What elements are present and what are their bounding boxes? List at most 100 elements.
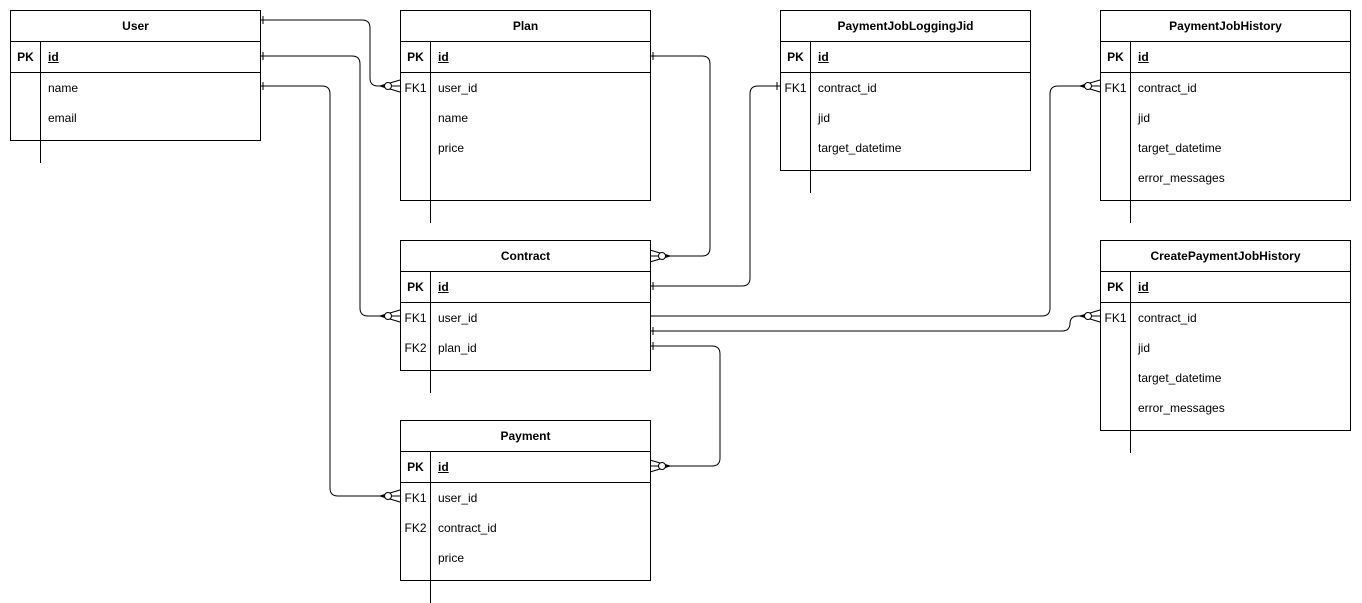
field-name: jid: [1138, 111, 1151, 125]
entity-payment-job-history[interactable]: PaymentJobHistory PK id FK1 contract_id …: [1100, 10, 1351, 223]
field-name: id: [438, 460, 449, 474]
key-column-extension: [401, 193, 650, 223]
pk-row: PK id: [401, 452, 650, 483]
entity-title: Plan: [401, 11, 650, 42]
attribute-row: FK1 contract_id: [1101, 73, 1350, 103]
field-name: plan_id: [438, 341, 477, 355]
attribute-row: email: [11, 103, 260, 133]
field-name: target_datetime: [1138, 371, 1222, 385]
rel-user-plan: [260, 19, 400, 87]
rel-plan-contract: [650, 55, 711, 257]
attribute-row: FK2 contract_id: [401, 513, 650, 543]
field-name: id: [818, 50, 829, 64]
key-label: [781, 103, 811, 133]
key-column-extension: [1101, 423, 1350, 453]
field-name: error_messages: [1138, 171, 1225, 185]
key-label: FK1: [781, 73, 811, 103]
key-label: FK2: [401, 513, 431, 543]
field-name: email: [48, 111, 77, 125]
entity-title: Contract: [401, 241, 650, 272]
entity-plan[interactable]: Plan PK id FK1 user_id name price: [400, 10, 651, 223]
key-label: [401, 363, 431, 393]
field-name: id: [438, 50, 449, 64]
attribute-row: target_datetime: [1101, 363, 1350, 393]
key-label: FK1: [401, 483, 431, 513]
field-name: contract_id: [1138, 81, 1197, 95]
key-label: [11, 103, 41, 133]
zero-marker: [384, 82, 392, 90]
key-label: [1101, 363, 1131, 393]
key-label: PK: [1101, 272, 1131, 302]
key-label: [1101, 423, 1131, 453]
entity-title: User: [11, 11, 260, 42]
field-name: name: [48, 81, 79, 95]
attribute-row: error_messages: [1101, 393, 1350, 423]
empty-row: [401, 163, 650, 193]
field-name: id: [1138, 50, 1149, 64]
key-label: [781, 133, 811, 163]
field-name: error_messages: [1138, 401, 1225, 415]
key-label: PK: [781, 42, 811, 72]
field-name: target_datetime: [818, 141, 902, 155]
field-name: price: [438, 551, 465, 565]
key-label: FK1: [1101, 73, 1131, 103]
field-name: user_id: [438, 81, 478, 95]
entity-contract[interactable]: Contract PK id FK1 user_id FK2 plan_id: [400, 240, 651, 393]
key-label: [401, 103, 431, 133]
key-label: [1101, 163, 1131, 193]
attribute-row: target_datetime: [1101, 133, 1350, 163]
key-label: FK1: [401, 73, 431, 103]
field-name: user_id: [438, 491, 478, 505]
entity-payment[interactable]: Payment PK id FK1 user_id FK2 contract_i…: [400, 420, 651, 603]
rel-user-contract: [260, 55, 400, 317]
key-label: PK: [1101, 42, 1131, 72]
attribute-row: FK1 user_id: [401, 483, 650, 513]
pk-row: PK id: [11, 42, 260, 73]
attribute-row: price: [401, 543, 650, 573]
entity-create-payment-job-history[interactable]: CreatePaymentJobHistory PK id FK1 contra…: [1100, 240, 1351, 453]
key-label: [1101, 103, 1131, 133]
pk-row: PK id: [781, 42, 1030, 73]
rel-contract-loggingjid: [650, 85, 780, 287]
rel-user-payment: [260, 85, 400, 497]
key-column-extension: [401, 363, 650, 393]
entity-user[interactable]: User PK id name email: [10, 10, 261, 163]
key-label: [401, 573, 431, 603]
entity-payment-job-logging-jid[interactable]: PaymentJobLoggingJid PK id FK1 contract_…: [780, 10, 1031, 193]
attribute-row: jid: [781, 103, 1030, 133]
pk-row: PK id: [1101, 42, 1350, 73]
key-label: [401, 193, 431, 223]
rel-contract-createjobhistory: [650, 315, 1100, 332]
entity-title: PaymentJobHistory: [1101, 11, 1350, 42]
entity-title: Payment: [401, 421, 650, 452]
key-label: [1101, 133, 1131, 163]
rel-contract-payment: [650, 345, 721, 467]
key-label: [401, 133, 431, 163]
attribute-row: FK1 contract_id: [781, 73, 1030, 103]
field-name: contract_id: [818, 81, 877, 95]
field-name: target_datetime: [1138, 141, 1222, 155]
attribute-row: price: [401, 133, 650, 163]
attribute-row: FK1 user_id: [401, 73, 650, 103]
key-label: [1101, 393, 1131, 423]
key-label: [1101, 333, 1131, 363]
key-label: FK1: [401, 303, 431, 333]
key-label: [781, 163, 811, 193]
key-label: PK: [401, 272, 431, 302]
field-name: jid: [1138, 341, 1151, 355]
key-label: PK: [401, 452, 431, 482]
key-column-extension: [781, 163, 1030, 193]
key-label: PK: [11, 42, 41, 72]
attribute-row: FK1 contract_id: [1101, 303, 1350, 333]
key-label: FK1: [1101, 303, 1131, 333]
field-name: user_id: [438, 311, 478, 325]
key-label: FK2: [401, 333, 431, 363]
key-label: [11, 73, 41, 103]
pk-row: PK id: [401, 42, 650, 73]
entity-title: PaymentJobLoggingJid: [781, 11, 1030, 42]
field-name: contract_id: [438, 521, 497, 535]
rel-contract-jobhistory: [650, 85, 1100, 317]
attribute-row: FK1 user_id: [401, 303, 650, 333]
key-column-extension: [1101, 193, 1350, 223]
